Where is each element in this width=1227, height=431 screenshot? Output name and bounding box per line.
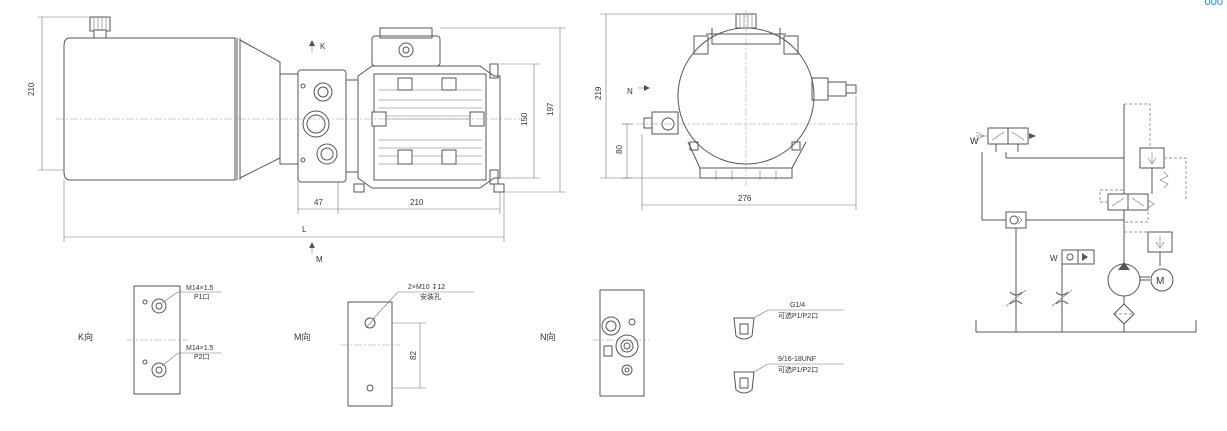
- n-view-title: N向: [540, 331, 556, 342]
- hydraulic-schematic: W: [970, 103, 1197, 333]
- electric-motor: [357, 65, 501, 189]
- n-view: N向: [540, 289, 650, 397]
- pump-icon: [1107, 262, 1141, 297]
- check-valve-icon: [1005, 211, 1027, 229]
- k-port2-thread: M14×1.5: [186, 345, 214, 352]
- dim-overall-height: 197: [546, 102, 555, 116]
- marker-n: N: [627, 87, 633, 96]
- side-view-dimensions: 210 150 197 47 210 L K M: [27, 16, 566, 264]
- m-view: M向 2×M10 ↧12 安装孔 82: [294, 284, 474, 407]
- motor-icon: M: [1150, 268, 1174, 292]
- dim-tank-height: 210: [27, 82, 36, 96]
- port-option-unf: 9/16-18UNF 可选P1/P2口: [733, 356, 844, 394]
- k-port1-thread: M14×1.5: [186, 285, 214, 292]
- k-view-title: K向: [78, 331, 93, 342]
- throttle-valve-icon: [1005, 289, 1027, 307]
- dim-end-height: 219: [594, 86, 603, 100]
- directional-valve-2-icon: [1107, 193, 1155, 211]
- end-view-dimensions: 219 80 276 N: [594, 13, 857, 210]
- dim-block-width: 47: [314, 198, 323, 207]
- port-option-1-note: 可选P1/P2口: [778, 311, 818, 320]
- corner-mark: 000: [1204, 0, 1223, 8]
- port-option-2-thread: 9/16-18UNF: [778, 356, 816, 363]
- side-view: [56, 16, 520, 193]
- m-hole-spec: 2×M10 ↧12: [408, 284, 445, 291]
- throttle-valve-icon-2: [1051, 289, 1073, 307]
- dim-motor-height: 150: [520, 112, 529, 126]
- dim-shaft-height: 80: [615, 145, 624, 154]
- motor-symbol-label: M: [1156, 276, 1164, 287]
- oil-tank: [63, 37, 236, 181]
- m-view-title: M向: [294, 331, 311, 342]
- terminal-box: [371, 35, 441, 67]
- k-port1-name: P1口: [194, 293, 210, 301]
- marker-m: M: [316, 255, 323, 264]
- end-view: [622, 10, 860, 188]
- m-hole-name: 安装孔: [420, 292, 441, 301]
- directional-valve-icon: W: [970, 127, 1036, 152]
- port-option-2-note: 可选P1/P2口: [778, 365, 818, 374]
- dim-overall-length: L: [302, 225, 307, 234]
- k-port2-name: P2口: [194, 353, 210, 361]
- valve-solenoid-label: W: [970, 136, 979, 146]
- port-option-1-thread: G1/4: [790, 302, 805, 309]
- valve2-solenoid-label: W: [1050, 254, 1058, 263]
- port-option-g14: G1/4 可选P1/P2口: [733, 302, 844, 340]
- relief-valve-2-icon: [1147, 231, 1173, 253]
- filler-cap-icon: [89, 16, 111, 39]
- flange: [345, 79, 359, 173]
- dim-motor-length: 210: [410, 198, 424, 207]
- dim-end-width: 276: [738, 194, 752, 203]
- filter-icon: [1113, 303, 1135, 325]
- k-view: K向 M14×1.5 P1口 M14×1.5 P2口: [78, 285, 222, 395]
- relief-valve-icon: [1139, 147, 1169, 189]
- solenoid-valve-icon: W: [1050, 249, 1095, 265]
- dim-hole-spacing: 82: [409, 351, 418, 360]
- marker-k: K: [320, 42, 326, 51]
